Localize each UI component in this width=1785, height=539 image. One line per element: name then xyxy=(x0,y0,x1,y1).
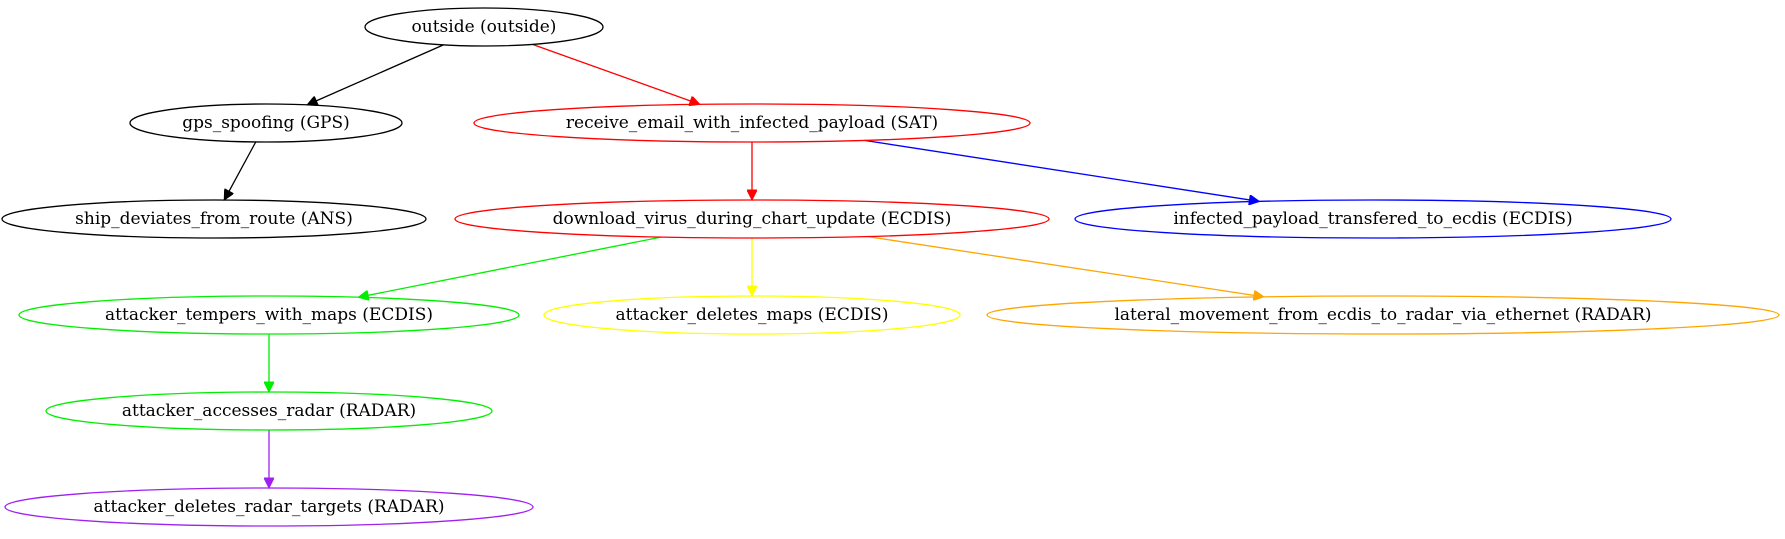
node-lateral-movement: lateral_movement_from_ecdis_to_radar_via… xyxy=(986,295,1780,335)
node-deletes-targets: attacker_deletes_radar_targets (RADAR) xyxy=(4,487,534,527)
node-outside: outside (outside) xyxy=(364,7,604,47)
node-ellipse xyxy=(4,487,534,527)
node-label: infected_payload_transfered_to_ecdis (EC… xyxy=(1173,209,1572,229)
node-label: attacker_tempers_with_maps (ECDIS) xyxy=(105,305,433,325)
node-label: receive_email_with_infected_payload (SAT… xyxy=(566,113,938,133)
node-receive-email: receive_email_with_infected_payload (SAT… xyxy=(473,103,1031,143)
node-ellipse xyxy=(1,199,427,239)
node-label: attacker_accesses_radar (RADAR) xyxy=(122,401,416,421)
node-label: gps_spoofing (GPS) xyxy=(182,113,350,133)
edge-outside-to-gps_spoofing xyxy=(307,44,444,105)
edge-outside-to-receive_email xyxy=(532,43,699,104)
node-deletes-maps: attacker_deletes_maps (ECDIS) xyxy=(543,295,961,335)
node-gps-spoofing: gps_spoofing (GPS) xyxy=(129,103,403,143)
node-ellipse xyxy=(543,295,961,335)
node-ellipse xyxy=(454,199,1050,239)
node-tempers-maps: attacker_tempers_with_maps (ECDIS) xyxy=(18,295,520,335)
node-infected-payload: infected_payload_transfered_to_ecdis (EC… xyxy=(1074,199,1672,239)
node-label: ship_deviates_from_route (ANS) xyxy=(75,209,353,229)
node-download-virus: download_virus_during_chart_update (ECDI… xyxy=(454,199,1050,239)
edge-gps_spoofing-to-ship_deviates xyxy=(223,141,257,200)
node-ellipse xyxy=(986,295,1780,335)
edges-layer xyxy=(223,43,1264,488)
edge-receive_email-to-infected_payload xyxy=(864,139,1259,201)
node-ellipse xyxy=(18,295,520,335)
node-label: download_virus_during_chart_update (ECDI… xyxy=(553,209,952,229)
node-label: outside (outside) xyxy=(412,17,557,37)
node-label: attacker_deletes_maps (ECDIS) xyxy=(616,305,889,325)
node-ellipse xyxy=(473,103,1031,143)
edge-download_virus-to-lateral_movement xyxy=(867,235,1264,297)
node-ellipse xyxy=(129,103,403,143)
node-ellipse xyxy=(45,391,493,431)
node-ellipse xyxy=(364,7,604,47)
node-ship-deviates: ship_deviates_from_route (ANS) xyxy=(1,199,427,239)
node-label: lateral_movement_from_ecdis_to_radar_via… xyxy=(1114,305,1651,325)
edge-download_virus-to-tempers_maps xyxy=(358,236,662,297)
nodes-layer: outside (outside) gps_spoofing (GPS) recei… xyxy=(1,7,1780,527)
node-ellipse xyxy=(1074,199,1672,239)
node-accesses-radar: attacker_accesses_radar (RADAR) xyxy=(45,391,493,431)
node-label: attacker_deletes_radar_targets (RADAR) xyxy=(94,497,445,517)
